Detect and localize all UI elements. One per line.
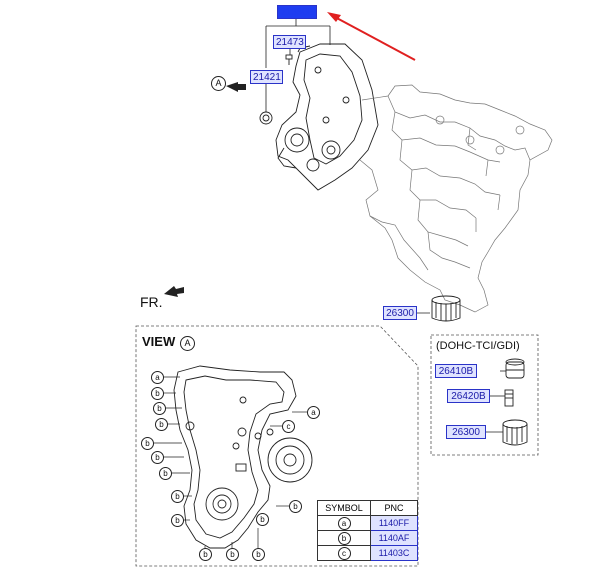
view-a-leaders	[153, 376, 307, 548]
callout-b: b	[289, 500, 302, 513]
callout-a: a	[307, 406, 320, 419]
oil-filter-drawing	[431, 295, 461, 322]
part-label-26300-dohc[interactable]: 26300	[446, 425, 486, 439]
view-a-title-marker: A	[180, 336, 195, 351]
view-a-arrow	[226, 82, 246, 92]
callout-b: b	[151, 451, 164, 464]
bolt-21473-drawing	[285, 54, 293, 65]
header-pnc: PNC	[370, 500, 418, 516]
symbol-cell: a	[317, 515, 371, 531]
part-label-21473[interactable]: 21473	[273, 35, 306, 49]
pnc-cell[interactable]: 11403C	[370, 545, 418, 561]
view-a-box	[135, 325, 419, 567]
header-symbol: SYMBOL	[317, 500, 371, 516]
part-label-26300-engine[interactable]: 26300	[383, 306, 417, 320]
callout-b: b	[153, 402, 166, 415]
seal-21421-drawing	[259, 111, 273, 125]
part-label-main-cover[interactable]: 21350E	[277, 5, 317, 19]
engine-block-drawing	[359, 84, 553, 313]
table-row: a 1140FF	[317, 515, 418, 531]
part-label-26410b[interactable]: 26410B	[435, 364, 477, 378]
front-label: FR.	[140, 294, 163, 310]
view-a-marker: A	[211, 76, 226, 91]
callout-b: b	[226, 548, 239, 561]
view-a-cover-drawing	[173, 365, 313, 549]
dohc-label: (DOHC-TCI/GDI)	[436, 340, 520, 352]
symbol-pnc-table: SYMBOL PNC a 1140FF b 1140AF c 11403C	[317, 500, 418, 561]
callout-b: b	[141, 437, 154, 450]
callout-b: b	[199, 548, 212, 561]
callout-b: b	[155, 418, 168, 431]
view-a-title: VIEW	[142, 334, 175, 349]
timing-cover-drawing	[275, 43, 379, 191]
pnc-cell[interactable]: 1140FF	[370, 515, 418, 531]
callout-b: b	[159, 467, 172, 480]
part-label-26420b[interactable]: 26420B	[447, 389, 490, 403]
callout-c: c	[282, 420, 295, 433]
callout-b: b	[151, 387, 164, 400]
table-row: c 11403C	[317, 545, 418, 561]
red-pointer-arrow	[327, 12, 416, 61]
table-row: b 1140AF	[317, 530, 418, 546]
callout-a: a	[151, 371, 164, 384]
symbol-circle: b	[337, 531, 351, 545]
part-label-21421[interactable]: 21421	[250, 70, 283, 84]
callout-b: b	[256, 513, 269, 526]
view-title-text: VIEW	[142, 334, 176, 349]
symbol-circle: c	[337, 546, 351, 560]
front-arrow	[164, 286, 184, 297]
table-header-row: SYMBOL PNC	[317, 500, 418, 516]
dohc-box	[430, 334, 539, 456]
symbol-cell: c	[317, 545, 371, 561]
symbol-circle: a	[337, 516, 351, 530]
callout-b: b	[171, 514, 184, 527]
callout-b: b	[252, 548, 265, 561]
symbol-cell: b	[317, 530, 371, 546]
callout-b: b	[171, 490, 184, 503]
dohc-parts-drawing	[502, 358, 528, 446]
pnc-cell[interactable]: 1140AF	[370, 530, 418, 546]
